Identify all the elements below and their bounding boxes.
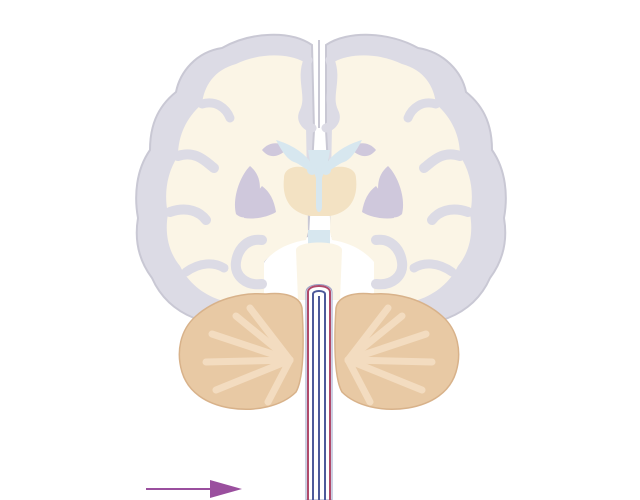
right-sulcus-1	[419, 149, 465, 173]
right-white-matter	[330, 55, 472, 303]
left-sulcus-1	[173, 149, 219, 173]
temporal-lobes	[230, 234, 408, 290]
left-temporal-fold	[230, 234, 267, 290]
left-globus-pallidus	[244, 186, 276, 219]
left-sulcus-3	[197, 98, 235, 123]
left-white-matter	[166, 55, 308, 303]
ventricle-node-right	[321, 165, 331, 175]
right-sulcus-4	[409, 259, 457, 277]
right-arrow-icon	[146, 480, 242, 498]
right-globus-pallidus	[362, 186, 394, 219]
brainstem	[296, 242, 342, 300]
right-folia	[344, 304, 436, 406]
white-matter	[165, 40, 473, 303]
spinal-tracts	[305, 284, 333, 500]
left-folia	[202, 304, 294, 406]
cerebellar-outline	[178, 292, 460, 410]
right-sulcus-3	[403, 98, 441, 123]
basal-ganglia	[234, 143, 404, 219]
left-sulcus-2	[165, 204, 211, 225]
tract-red-outer	[307, 285, 331, 500]
right-sulcus-2	[427, 204, 473, 225]
left-cerebellar-hemisphere	[179, 293, 304, 410]
right-medial-cortex	[321, 55, 340, 133]
left-sulcus-4	[181, 259, 229, 277]
lateral-ventricles	[276, 140, 362, 172]
cerebellum	[178, 292, 460, 410]
ventricle-node-left	[307, 165, 317, 175]
left-medial-cortex	[298, 55, 317, 133]
right-cerebellar-hemisphere	[334, 293, 459, 410]
right-temporal-fold	[371, 234, 408, 290]
tract-blue-left	[312, 290, 326, 500]
